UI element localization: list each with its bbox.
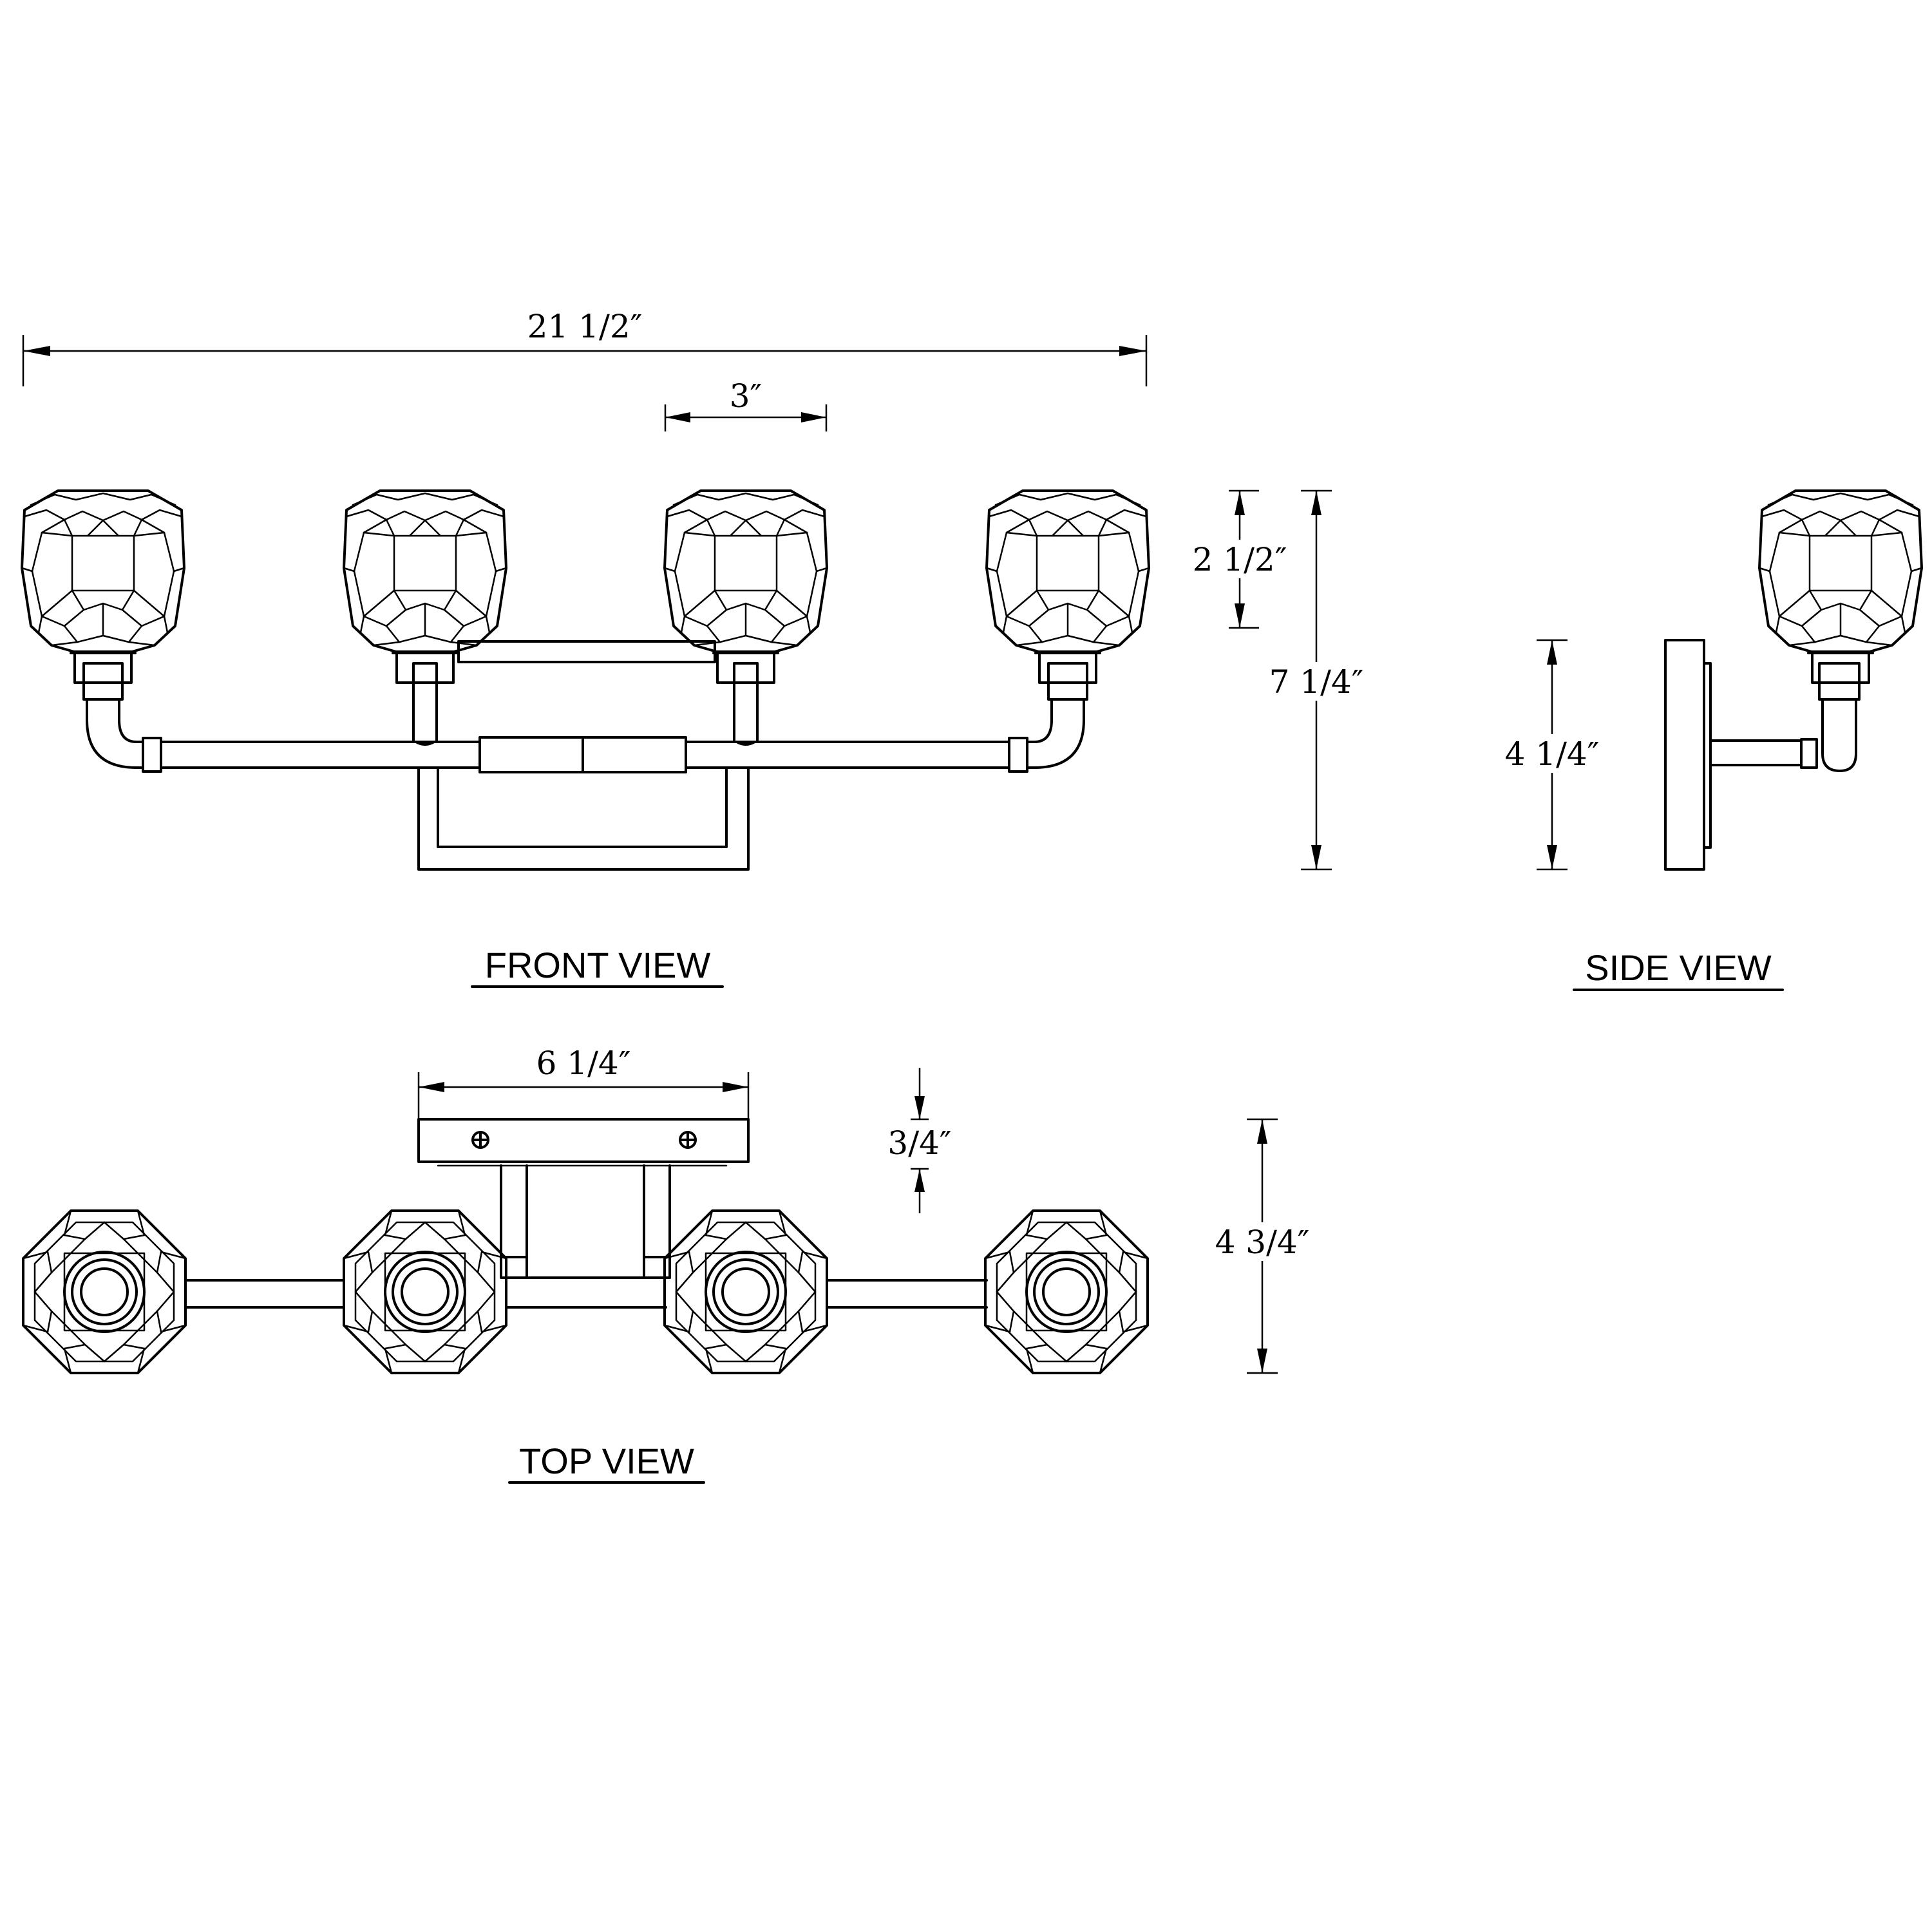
- front-shade-3: [663, 489, 828, 684]
- front-stem-2: [412, 662, 438, 743]
- front-shade-2: [343, 489, 507, 684]
- top-shade-3: [663, 1209, 828, 1374]
- front-view-label: FRONT VIEW: [485, 945, 711, 985]
- front-backplate: [417, 766, 750, 871]
- front-stem-3: [733, 662, 759, 743]
- front-shade-1: [21, 489, 185, 684]
- top-shade-4: [984, 1209, 1149, 1374]
- screw-left: [471, 1131, 489, 1149]
- side-view: [1664, 489, 1923, 871]
- dim-overall-height-label: 7 1/4″: [1269, 663, 1364, 701]
- top-shade-1: [22, 1209, 187, 1374]
- top-view-caption: TOP VIEW: [508, 1441, 705, 1484]
- side-arm: [1709, 739, 1806, 766]
- dim-overall-height: 7 1/4″: [1259, 489, 1375, 871]
- top-bar-right: [826, 1279, 988, 1309]
- side-view-caption: SIDE VIEW: [1573, 947, 1784, 991]
- dim-overall-depth: 4 3/4″: [1203, 1118, 1325, 1374]
- top-backplate: [417, 1118, 750, 1163]
- dim-overall-width-label: 21 1/2″: [527, 308, 643, 345]
- top-bar-left: [185, 1279, 344, 1309]
- front-shade-4: [985, 489, 1150, 684]
- top-view: [22, 1118, 1149, 1374]
- dim-side-height-label: 4 1/4″: [1505, 735, 1600, 773]
- dim-spacing: 3″: [664, 377, 828, 431]
- front-right-elbow: [1007, 698, 1085, 769]
- dim-backplate-depth-label: 3/4″: [887, 1124, 951, 1162]
- dim-backplate-depth: 3/4″: [887, 1068, 952, 1213]
- front-center-sleeve-right: [582, 736, 687, 773]
- dim-backplate-width: 6 1/4″: [417, 1045, 750, 1119]
- dim-overall-depth-label: 4 3/4″: [1215, 1224, 1310, 1261]
- front-left-elbow: [86, 698, 162, 769]
- dim-shade-height: 2 1/2″: [1182, 489, 1298, 629]
- front-center-sleeve-left: [478, 736, 584, 773]
- dim-overall-width: 21 1/2″: [22, 308, 1148, 386]
- side-view-label: SIDE VIEW: [1585, 947, 1772, 988]
- front-view: [21, 489, 1150, 871]
- dim-backplate-width-label: 6 1/4″: [536, 1045, 631, 1082]
- side-shade: [1758, 489, 1923, 684]
- front-bridge: [457, 640, 716, 663]
- dim-shade-height-label: 2 1/2″: [1193, 541, 1287, 578]
- side-backplate: [1664, 639, 1705, 871]
- dim-side-height: 4 1/4″: [1493, 639, 1609, 871]
- screw-right: [679, 1131, 697, 1149]
- top-shade-2: [343, 1209, 507, 1374]
- dim-spacing-label: 3″: [730, 377, 762, 415]
- top-bar-center: [505, 1276, 667, 1309]
- top-view-label: TOP VIEW: [519, 1441, 694, 1481]
- front-view-caption: FRONT VIEW: [471, 945, 724, 988]
